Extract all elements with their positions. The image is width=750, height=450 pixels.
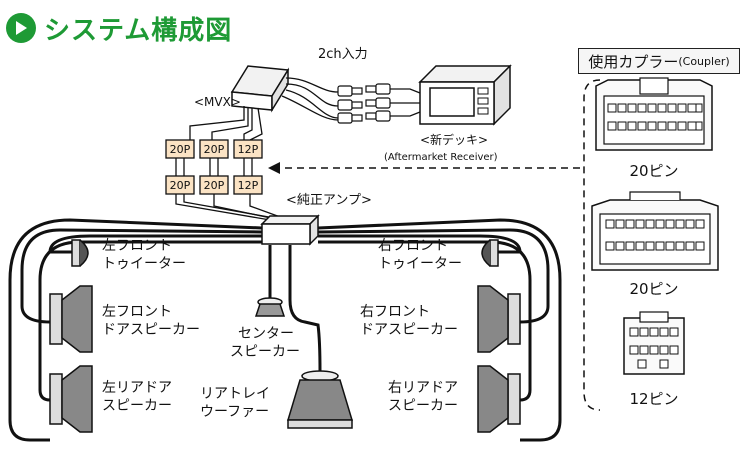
coupler-heading: 使用カプラー (Coupler) bbox=[578, 48, 740, 74]
factory-amp bbox=[260, 214, 320, 246]
left-rear-speaker-label-1: 左リアドア bbox=[102, 380, 172, 396]
deck-en-label: (Aftermarket Receiver) bbox=[384, 152, 498, 163]
coupler-bracket bbox=[583, 79, 601, 411]
page-title: システム構成図 bbox=[44, 15, 233, 46]
center-speaker-label-1: センター bbox=[238, 326, 294, 342]
connector-label: 20P bbox=[170, 179, 191, 192]
coupler-heading-text: 使用カプラー bbox=[588, 52, 679, 71]
connector-label: 12P bbox=[238, 179, 259, 192]
right-front-speaker-label-1: 右フロント bbox=[360, 304, 430, 320]
arrow-head bbox=[268, 162, 280, 174]
connectors-lower: 20P 20P 12P bbox=[165, 175, 263, 195]
connector-label: 20P bbox=[204, 179, 225, 192]
woofer-label-2: ウーファー bbox=[200, 404, 269, 420]
connector-label: 20P bbox=[204, 143, 225, 156]
left-tweeter-label-2: トゥイーター bbox=[102, 256, 186, 272]
coupler-label: 20ピン bbox=[629, 280, 678, 298]
speaker-right-front bbox=[477, 285, 521, 353]
right-rear-speaker-label-2: スピーカー bbox=[388, 398, 458, 414]
coupler-20pin-a bbox=[595, 77, 713, 151]
left-front-speaker-label-1: 左フロント bbox=[102, 304, 172, 320]
mvx-harness bbox=[189, 77, 339, 141]
rear-woofer bbox=[286, 370, 354, 429]
title-area: システム構成図 bbox=[6, 8, 232, 48]
wiring-loops bbox=[8, 218, 562, 442]
mvx-unit bbox=[230, 65, 290, 113]
rca-plugs-left bbox=[337, 85, 363, 124]
right-rear-speaker-label-1: 右リアドア bbox=[388, 380, 458, 396]
woofer-label-1: リアトレイ bbox=[200, 386, 270, 402]
play-icon bbox=[6, 13, 36, 43]
mvx-label: <MVX> bbox=[194, 95, 241, 109]
coupler-label: 20ピン bbox=[629, 162, 678, 180]
input-label: 2ch入力 bbox=[318, 47, 368, 62]
left-front-speaker-label-2: ドアスピーカー bbox=[102, 322, 200, 338]
coupler-heading-en: (Coupler) bbox=[678, 54, 730, 68]
center-speaker bbox=[254, 297, 286, 317]
right-tweeter-label-1: 右フロント bbox=[378, 238, 448, 254]
deck-label: <新デッキ> bbox=[420, 132, 488, 147]
coupler-20pin-b bbox=[591, 191, 719, 271]
amp-label: <純正アンプ> bbox=[286, 193, 372, 208]
connector-label: 20P bbox=[170, 143, 191, 156]
deck-unit bbox=[418, 64, 512, 126]
connector-label: 12P bbox=[238, 143, 259, 156]
left-tweeter-label-1: 左フロント bbox=[102, 238, 172, 254]
speaker-left-front bbox=[49, 285, 93, 353]
speaker-right-rear bbox=[477, 365, 521, 433]
center-speaker-label-2: スピーカー bbox=[230, 344, 300, 360]
rca-plugs-right bbox=[365, 83, 391, 122]
connectors-upper: 20P 20P 12P bbox=[165, 139, 263, 159]
coupler-12pin bbox=[623, 311, 685, 375]
coupler-label: 12ピン bbox=[629, 390, 678, 408]
tweeter-right bbox=[481, 239, 499, 267]
left-rear-speaker-label-2: スピーカー bbox=[102, 398, 172, 414]
right-front-speaker-label-2: ドアスピーカー bbox=[360, 322, 458, 338]
right-tweeter-label-2: トゥイーター bbox=[378, 256, 462, 272]
speaker-left-rear bbox=[49, 365, 93, 433]
tweeter-left bbox=[71, 239, 89, 267]
deck-harness bbox=[390, 88, 421, 117]
connector-joins bbox=[175, 158, 253, 176]
